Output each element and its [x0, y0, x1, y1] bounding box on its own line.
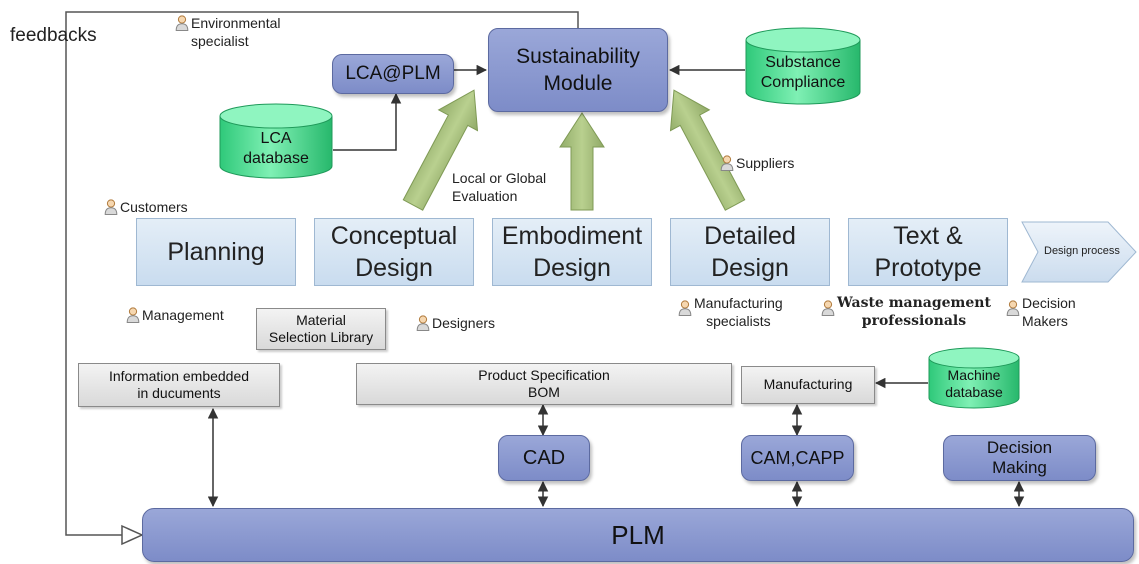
role-management: Management [126, 306, 224, 324]
role-decision-makers: Decision Makers [1006, 294, 1076, 330]
person-icon [821, 300, 835, 316]
phase-text-prototype: Text & Prototype [848, 218, 1008, 286]
feedback-arrowhead [121, 524, 144, 546]
design-process-label: Design process [1044, 245, 1120, 257]
person-icon [104, 199, 118, 215]
phase-planning: Planning [136, 218, 296, 286]
design-process-arrow [1021, 221, 1137, 283]
person-icon [678, 300, 692, 316]
person-icon [175, 15, 189, 31]
cad-module: CAD [498, 435, 590, 481]
evaluation-arrow-left [402, 89, 479, 211]
lca-plm-module: LCA@PLM [332, 54, 454, 94]
material-selection-library: Material Selection Library [256, 308, 386, 350]
phase-detailed-design: Detailed Design [670, 218, 830, 286]
substance-compliance-label: Substance Compliance [760, 54, 846, 91]
plm-bar: PLM [142, 508, 1134, 562]
feedbacks-label: feedbacks [10, 25, 97, 46]
phase-embodiment-design: Embodiment Design [492, 218, 652, 286]
machine-database-label: Machine database [945, 366, 1003, 400]
role-designers: Designers [416, 314, 495, 332]
machine-database-cylinder [928, 347, 1020, 409]
lca-database-cylinder [219, 103, 333, 179]
evaluation-label: Local or Global Evaluation [452, 170, 547, 205]
decision-making-module: Decision Making [943, 435, 1096, 481]
person-icon [126, 307, 140, 323]
lca-db-to-lca-plm-arrow [333, 92, 402, 151]
role-environmental-specialist: Environmental specialist [175, 14, 281, 50]
lca-database-label: LCA database [243, 130, 309, 167]
evaluation-arrow-right [669, 89, 746, 211]
role-waste-management-professionals: Waste management professionals [821, 294, 991, 330]
information-embedded-box: Information embedded in ducuments [78, 363, 280, 407]
role-suppliers: Suppliers [720, 154, 794, 172]
cam-capp-module: CAM,CAPP [741, 435, 854, 481]
evaluation-arrow-middle [559, 112, 605, 211]
substance-compliance-cylinder [745, 27, 861, 105]
sustainability-module: Sustainability Module [488, 28, 668, 112]
person-icon [416, 315, 430, 331]
phase-conceptual-design: Conceptual Design [314, 218, 474, 286]
feedback-loop-line [65, 11, 579, 536]
person-icon [1006, 300, 1020, 316]
manufacturing-box: Manufacturing [741, 366, 875, 404]
role-manufacturing-specialists: Manufacturing specialists [678, 294, 783, 330]
product-specification-bom: Product Specification BOM [356, 363, 732, 405]
person-icon [720, 155, 734, 171]
role-customers: Customers [104, 198, 188, 216]
